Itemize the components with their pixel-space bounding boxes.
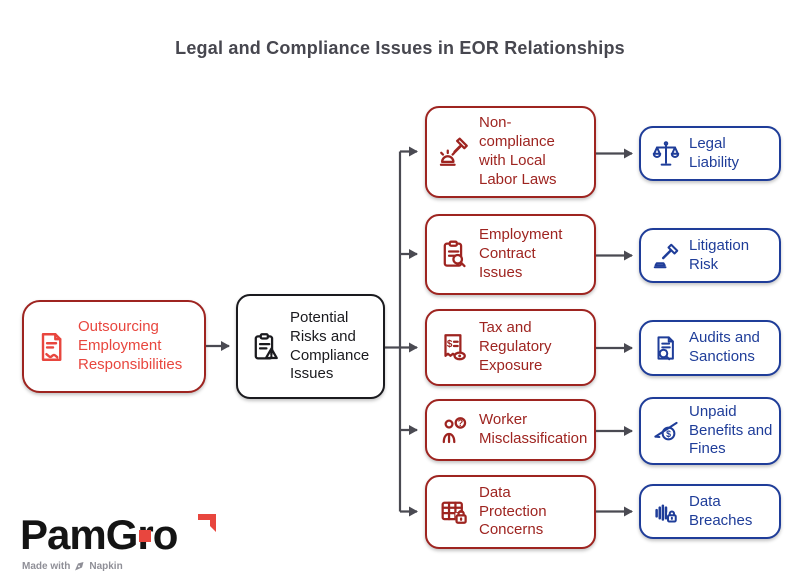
scales-icon [651, 139, 681, 169]
node-potential-risks: Potential Risks and Compliance Issues [236, 294, 385, 399]
node-label: Employment Contract Issues [479, 226, 563, 281]
svg-text:?: ? [458, 418, 464, 428]
table-lock-icon [437, 495, 471, 529]
gavel-icon [651, 241, 681, 271]
document-search-icon [651, 333, 681, 363]
node-label: Tax and Regulatory Exposure [479, 319, 552, 374]
node-label: Unpaid Benefits and Fines [689, 402, 773, 458]
node-label: Audits and Sanctions [689, 329, 760, 365]
node-unpaid-benefits-fines: $ Unpaid Benefits and Fines [639, 397, 781, 465]
node-legal-liability: Legal Liability [639, 126, 781, 181]
node-label: Data Protection Concerns [479, 483, 547, 539]
node-label: Legal Liability [689, 134, 740, 171]
data-lock-icon [651, 497, 681, 527]
node-noncompliance-labor-laws: Non- compliance with Local Labor Laws [425, 106, 596, 198]
node-label: Potential Risks and Compliance Issues [290, 308, 370, 383]
node-tax-regulatory-exposure: $ Tax and Regulatory Exposure [425, 309, 596, 386]
node-audits-sanctions: Audits and Sanctions [639, 320, 781, 376]
coin-slash-icon: $ [651, 416, 681, 446]
pamgro-logo: PamGro [20, 511, 216, 560]
node-label: Worker Misclassification [479, 411, 588, 447]
node-label: Data Breaches [689, 492, 753, 529]
clipboard-search-icon [437, 238, 471, 272]
node-data-breaches: Data Breaches [639, 484, 781, 539]
node-outsourcing-responsibilities: Outsourcing Employment Responsibilities [22, 300, 206, 393]
pamgro-logo-text: PamGro [20, 511, 178, 558]
made-with-napkin: Made with Napkin [22, 561, 123, 572]
svg-text:$: $ [447, 339, 453, 350]
gavel-alarm-icon [437, 135, 471, 169]
napkin-text: Napkin [89, 561, 123, 572]
made-with-text: Made with [22, 561, 71, 572]
node-employment-contract-issues: Employment Contract Issues [425, 214, 596, 295]
svg-text:$: $ [666, 429, 671, 439]
node-label: Litigation Risk [689, 236, 750, 273]
logo-corner-arrow-icon [198, 514, 216, 532]
contract-handshake-icon [34, 329, 70, 365]
node-data-protection-concerns: Data Protection Concerns [425, 475, 596, 549]
node-label: Non- compliance with Local Labor Laws [479, 114, 557, 188]
page-title: Legal and Compliance Issues in EOR Relat… [175, 38, 625, 58]
clipboard-warning-icon [248, 330, 282, 364]
receipt-eye-icon: $ [437, 331, 471, 365]
logo-red-square [139, 530, 151, 542]
node-label: Outsourcing Employment Responsibilities [78, 318, 183, 373]
node-worker-misclassification: ? Worker Misclassification [425, 399, 596, 461]
person-question-icon: ? [437, 413, 471, 447]
napkin-pen-icon [75, 562, 84, 571]
node-litigation-risk: Litigation Risk [639, 228, 781, 283]
